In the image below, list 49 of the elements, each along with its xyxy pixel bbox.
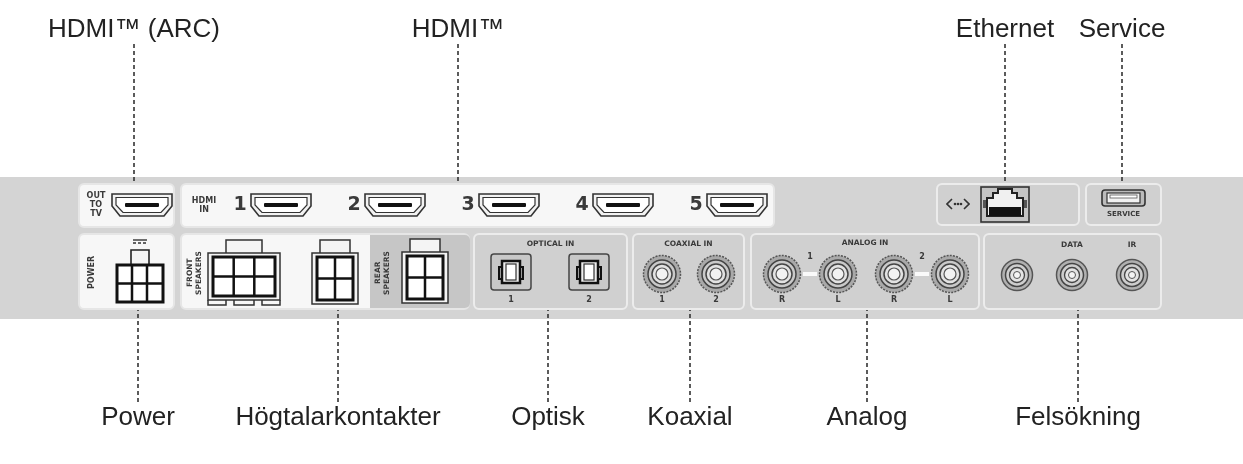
- leader-line: [137, 309, 139, 403]
- leader-line: [1004, 43, 1006, 184]
- leader-line: [689, 309, 691, 403]
- port-panel: [632, 233, 745, 310]
- port-number: 2: [346, 193, 362, 215]
- leader-line: [337, 309, 339, 403]
- port-number: 3: [460, 193, 476, 215]
- panel-label: OUT TO TV: [85, 191, 107, 219]
- port-number: 1: [806, 252, 814, 262]
- leader-line: [457, 43, 459, 184]
- callout-label: Optisk: [511, 402, 585, 432]
- port-panel: [750, 233, 980, 310]
- callout-label: Koaxial: [647, 402, 733, 432]
- callout-label: Analog: [826, 402, 908, 432]
- channel-label: L: [946, 295, 954, 305]
- port-number: 2: [712, 295, 720, 305]
- callout-label: HDMI™: [411, 14, 505, 44]
- port-panel: [78, 183, 175, 228]
- port-panel: [180, 183, 775, 228]
- port-panel: [78, 233, 175, 310]
- channel-label: R: [889, 295, 899, 305]
- callout-label: Felsökning: [1015, 402, 1141, 432]
- callout-label: Power: [101, 402, 175, 432]
- channel-label: L: [834, 295, 842, 305]
- port-panel: [180, 233, 470, 310]
- callout-label: Högtalarkontakter: [235, 402, 441, 432]
- port-panel: [1085, 183, 1162, 226]
- port-number: 4: [574, 193, 590, 215]
- port-number: 5: [688, 193, 704, 215]
- leader-line: [547, 309, 549, 403]
- callout-label: HDMI™ (ARC): [48, 14, 220, 44]
- leader-line: [866, 309, 868, 403]
- port-panel: [370, 235, 470, 308]
- panel-label: POWER: [87, 254, 97, 292]
- port-number: 1: [507, 295, 515, 305]
- callout-label: Service: [1078, 14, 1166, 44]
- port-panel: [936, 183, 1080, 226]
- leader-line: [1077, 309, 1079, 403]
- callout-label: Ethernet: [955, 14, 1055, 44]
- leader-line: [133, 43, 135, 184]
- port-panel: [473, 233, 628, 310]
- port-number: 1: [232, 193, 248, 215]
- port-number: 2: [918, 252, 926, 262]
- port-number: 1: [658, 295, 666, 305]
- leader-line: [1121, 43, 1123, 184]
- panel-label: HDMI IN: [190, 196, 218, 215]
- channel-label: R: [777, 295, 787, 305]
- port-number: 2: [585, 295, 593, 305]
- port-panel: [983, 233, 1162, 310]
